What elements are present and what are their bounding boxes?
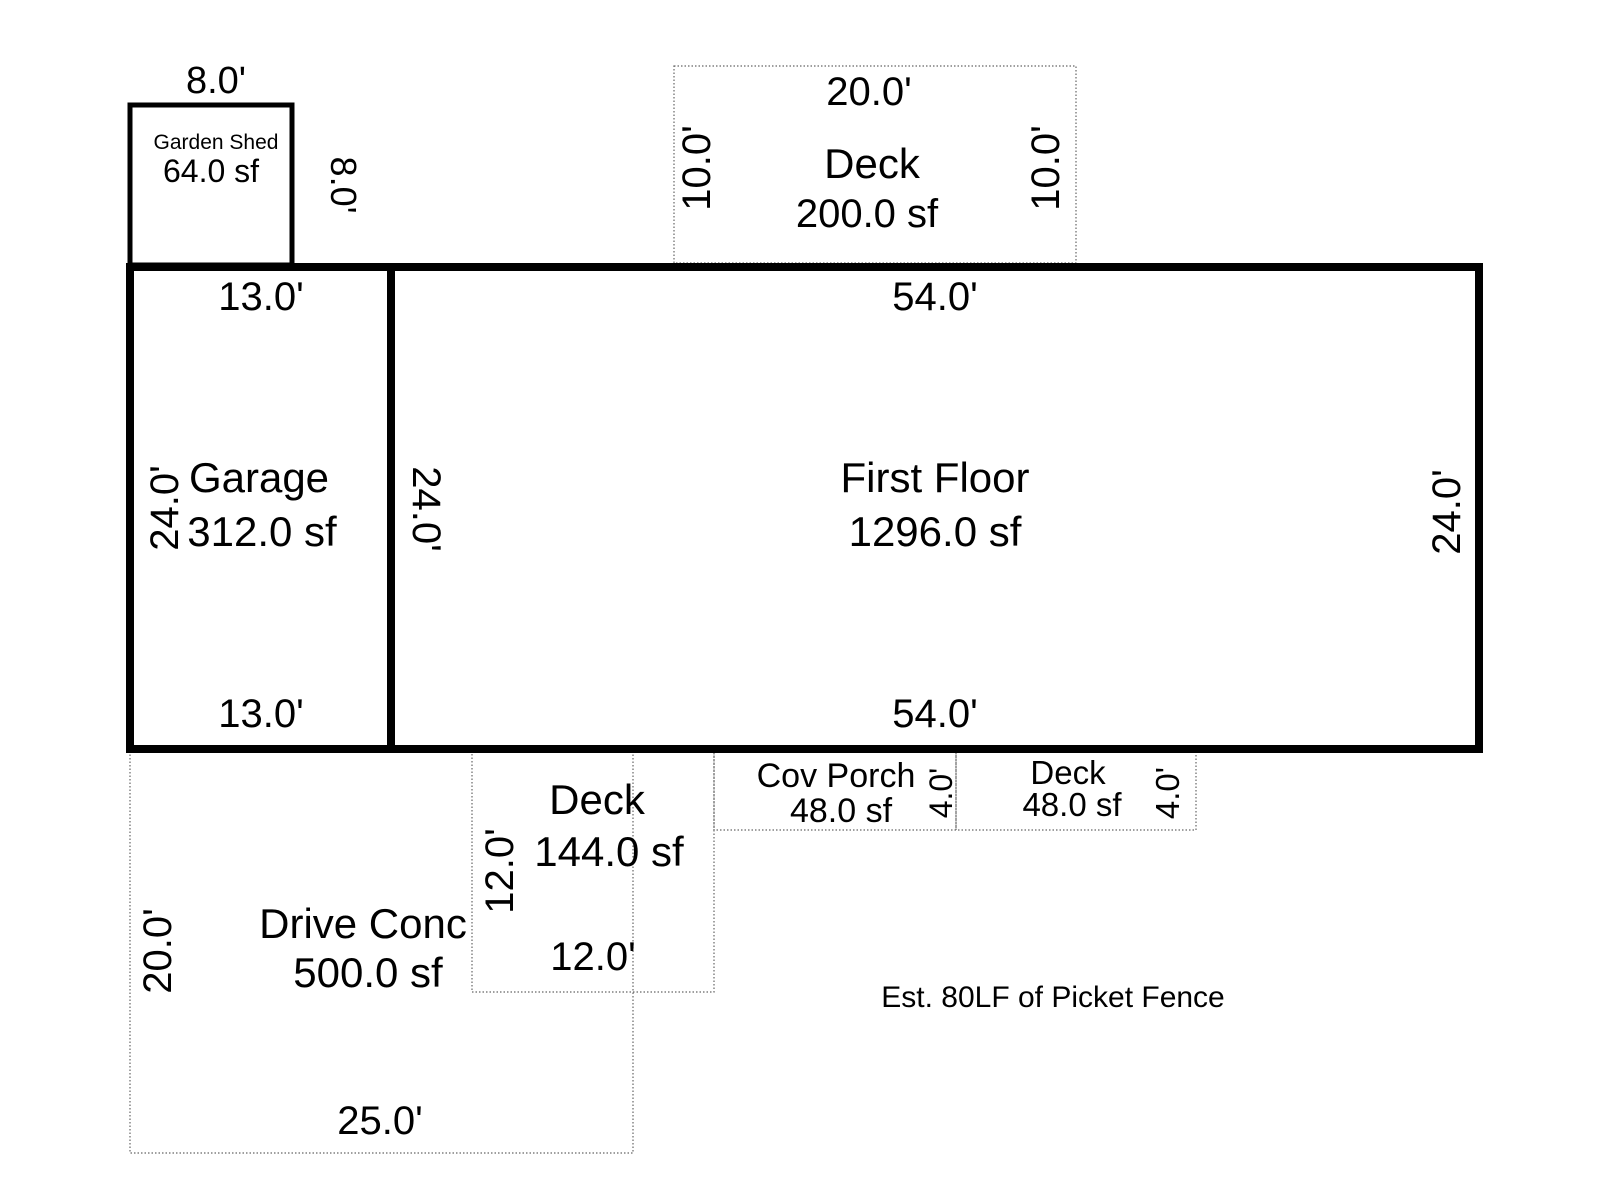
deck-top-outline xyxy=(673,65,1077,264)
first-floor-dim-bottom: 54.0' xyxy=(892,692,978,736)
deck-top-dim-right: 10.0' xyxy=(1024,125,1068,211)
first-floor-outline xyxy=(387,263,1483,753)
garage-dim-bottom: 13.0' xyxy=(218,692,304,736)
deck-top-name: Deck xyxy=(824,140,921,187)
first-floor-dim-left: 24.0' xyxy=(404,466,448,552)
cov-porch-area: 48.0 sf xyxy=(790,792,893,830)
drive-area: 500.0 sf xyxy=(293,949,443,996)
garage-area: 312.0 sf xyxy=(187,508,337,555)
fence-note: Est. 80LF of Picket Fence xyxy=(881,981,1225,1014)
garden-shed-name: Garden Shed xyxy=(154,131,279,154)
garage-name: Garage xyxy=(189,454,329,501)
garage-dim-left: 24.0' xyxy=(143,465,187,551)
deck-top-dim-top: 20.0' xyxy=(826,70,912,114)
first-floor-dim-right: 24.0' xyxy=(1425,469,1469,555)
deck-small-name: Deck xyxy=(1030,754,1106,791)
drive-outline xyxy=(129,749,634,1154)
deck-bottom-dim-bottom: 12.0' xyxy=(550,935,636,979)
deck-small-area: 48.0 sf xyxy=(1022,786,1122,823)
deck-top-area: 200.0 sf xyxy=(796,192,939,236)
first-floor-area: 1296.0 sf xyxy=(849,508,1022,555)
deck-bottom-name: Deck xyxy=(549,776,646,823)
first-floor-dim-top: 54.0' xyxy=(892,275,978,319)
deck-bottom-outline xyxy=(471,749,715,993)
deck-bottom-area: 144.0 sf xyxy=(534,828,684,875)
drive-dim-bottom: 25.0' xyxy=(337,1099,423,1143)
garden-shed-area: 64.0 sf xyxy=(163,153,259,189)
drive-dim-left: 20.0' xyxy=(136,908,180,994)
deck-top-dim-left: 10.0' xyxy=(675,125,719,211)
garden-shed-dim-top: 8.0' xyxy=(186,60,246,102)
first-floor-name: First Floor xyxy=(841,454,1030,501)
garden-shed-dim-side: 8.0' xyxy=(323,157,364,214)
garage-dim-top: 13.0' xyxy=(218,275,304,319)
drive-name: Drive Conc xyxy=(259,900,467,947)
cov-porch-dim-side: 4.0' xyxy=(923,768,959,819)
deck-small-dim-side: 4.0' xyxy=(1149,767,1186,819)
cov-porch-name: Cov Porch xyxy=(757,757,916,795)
deck-bottom-dim-left: 12.0' xyxy=(478,828,522,914)
